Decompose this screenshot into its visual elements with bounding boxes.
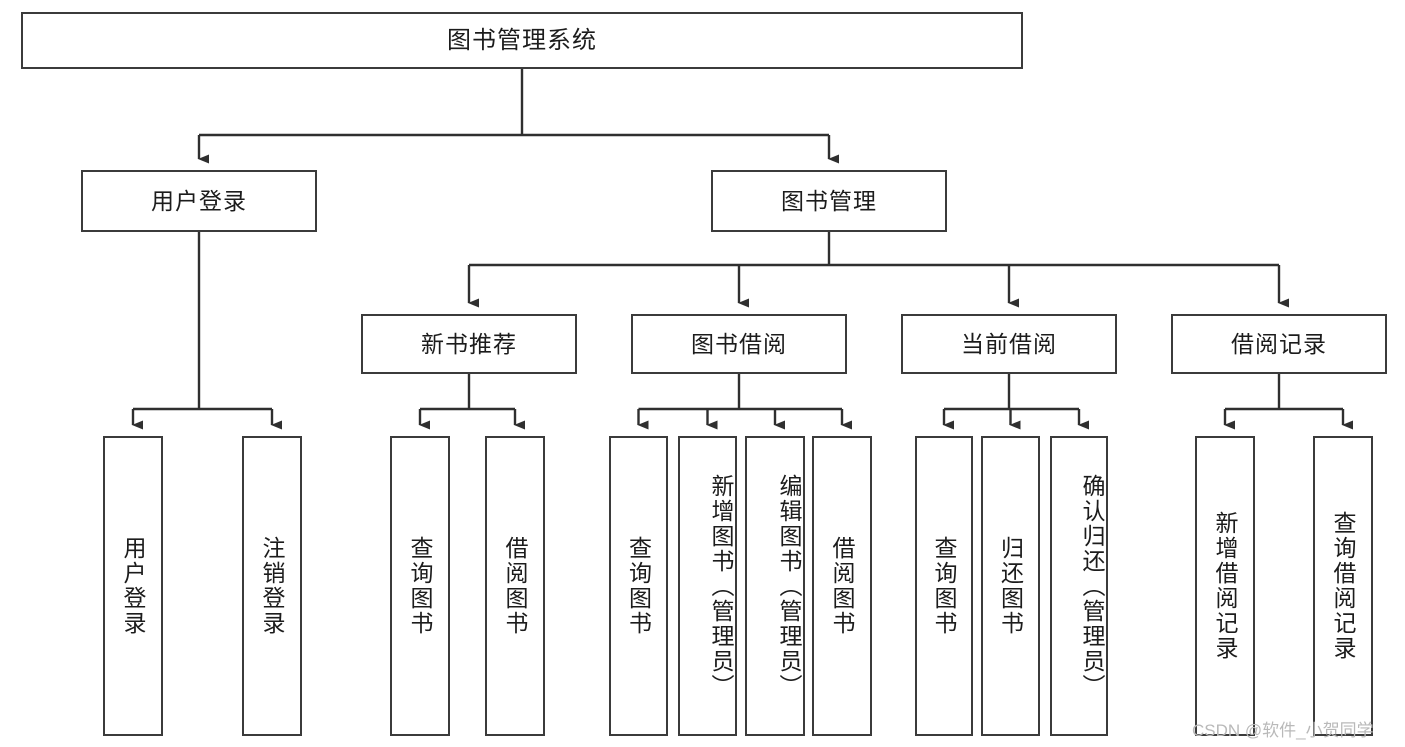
node-book-borrow[interactable]: 图书借阅 — [631, 314, 847, 374]
node-leaf-edit-book[interactable]: 编辑图书（管理员） — [745, 436, 805, 736]
node-leaf-user-login[interactable]: 用户登录 — [103, 436, 163, 736]
node-leaf-query-book-3[interactable]: 查询图书 — [915, 436, 973, 736]
node-label: 确认归还（管理员） — [1079, 473, 1105, 699]
node-book-manage[interactable]: 图书管理 — [711, 170, 947, 232]
node-leaf-borrow-book-2[interactable]: 借阅图书 — [812, 436, 872, 736]
node-leaf-add-record[interactable]: 新增借阅记录 — [1195, 436, 1255, 736]
node-root[interactable]: 图书管理系统 — [21, 12, 1023, 69]
node-label: 图书管理 — [781, 187, 877, 214]
node-label: 用户登录 — [151, 187, 247, 214]
node-leaf-return-book[interactable]: 归还图书 — [981, 436, 1040, 736]
node-label: 图书借阅 — [691, 330, 787, 357]
node-leaf-logout[interactable]: 注销登录 — [242, 436, 302, 736]
node-label: 借阅记录 — [1231, 330, 1327, 357]
node-leaf-query-record[interactable]: 查询借阅记录 — [1313, 436, 1373, 736]
node-label: 用户登录 — [120, 536, 147, 636]
node-label: 归还图书 — [997, 536, 1024, 636]
node-borrow-record[interactable]: 借阅记录 — [1171, 314, 1387, 374]
node-label: 编辑图书（管理员） — [776, 473, 802, 699]
node-leaf-add-book[interactable]: 新增图书（管理员） — [678, 436, 737, 736]
node-label: 图书管理系统 — [447, 26, 597, 54]
node-label: 新增借阅记录 — [1212, 511, 1239, 661]
node-new-book-rec[interactable]: 新书推荐 — [361, 314, 577, 374]
node-label: 查询图书 — [931, 536, 958, 636]
node-leaf-confirm-return[interactable]: 确认归还（管理员） — [1050, 436, 1108, 736]
node-leaf-borrow-book-1[interactable]: 借阅图书 — [485, 436, 545, 736]
node-label: 借阅图书 — [829, 536, 856, 636]
node-current-borrow[interactable]: 当前借阅 — [901, 314, 1117, 374]
node-label: 新增图书（管理员） — [708, 473, 734, 699]
node-user-login[interactable]: 用户登录 — [81, 170, 317, 232]
node-label: 借阅图书 — [502, 536, 529, 636]
node-label: 查询图书 — [407, 536, 434, 636]
node-label: 查询图书 — [625, 536, 652, 636]
node-leaf-query-book-2[interactable]: 查询图书 — [609, 436, 668, 736]
node-label: 注销登录 — [259, 536, 286, 636]
node-label: 当前借阅 — [961, 330, 1057, 357]
csdn-watermark: CSDN @软件_小贺同学 — [1192, 721, 1374, 740]
node-leaf-query-book-1[interactable]: 查询图书 — [390, 436, 450, 736]
node-label: 查询借阅记录 — [1330, 511, 1357, 661]
node-label: 新书推荐 — [421, 330, 517, 357]
